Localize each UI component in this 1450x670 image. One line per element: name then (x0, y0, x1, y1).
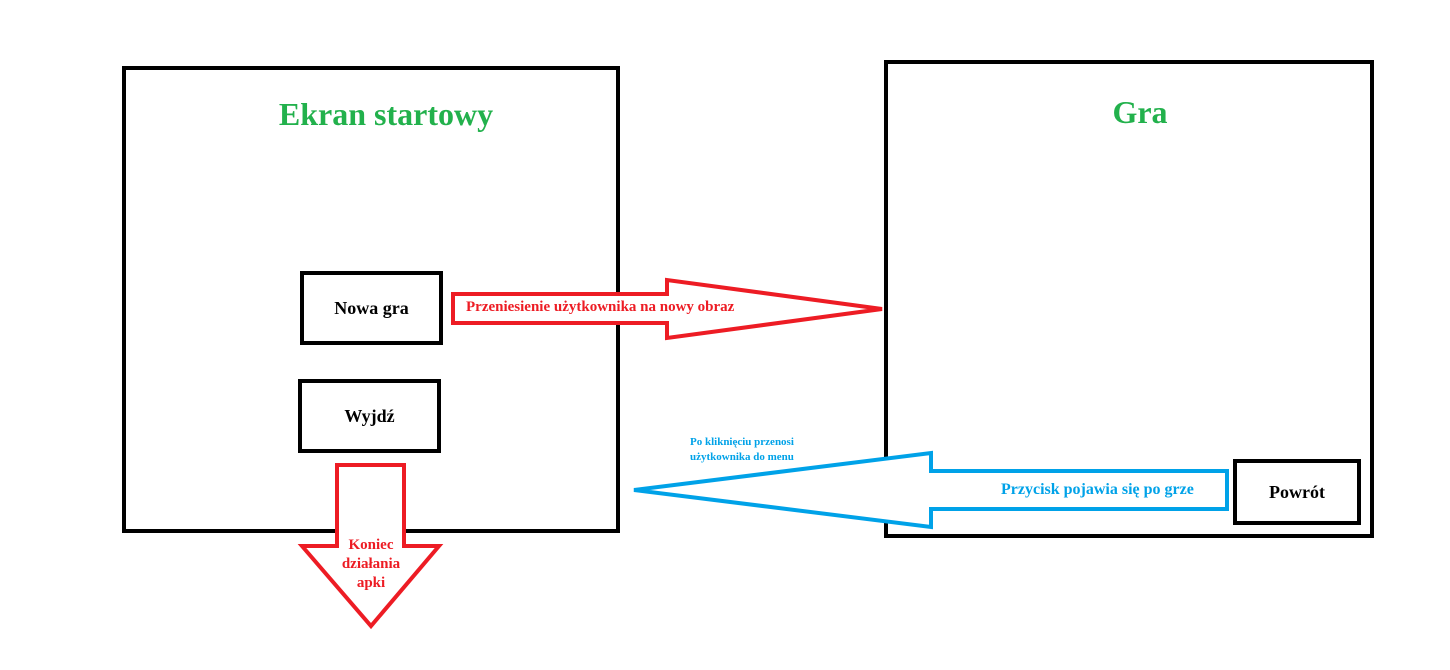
new-game-arrow-label: Przeniesienie użytkownika na nowy obraz (466, 299, 735, 315)
back-note: Po kliknięciu przenosi użytkownika do me… (690, 435, 794, 465)
exit-arrow-label-line-1: Koniec (348, 537, 394, 553)
back-arrow-label: Przycisk pojawia się po grze (1001, 481, 1194, 498)
game-screen-frame (884, 60, 1374, 538)
game-screen-title: Gra (1112, 94, 1168, 130)
exit-arrow-label: Koniec działania apki (321, 536, 421, 593)
exit-button[interactable]: Wyjdź (298, 379, 441, 453)
back-note-line-2: użytkownika do menu (690, 451, 794, 463)
new-game-button[interactable]: Nowa gra (300, 271, 443, 345)
back-note-line-1: Po kliknięciu przenosi (690, 436, 794, 448)
back-button[interactable]: Powrót (1233, 459, 1361, 525)
exit-arrow-label-line-3: apki (356, 575, 386, 591)
back-arrow (633, 450, 1229, 530)
exit-arrow-label-line-2: działania (341, 556, 401, 572)
new-game-arrow (451, 277, 883, 341)
exit-arrow (297, 463, 444, 630)
start-screen-title: Ekran startowy (278, 96, 494, 132)
